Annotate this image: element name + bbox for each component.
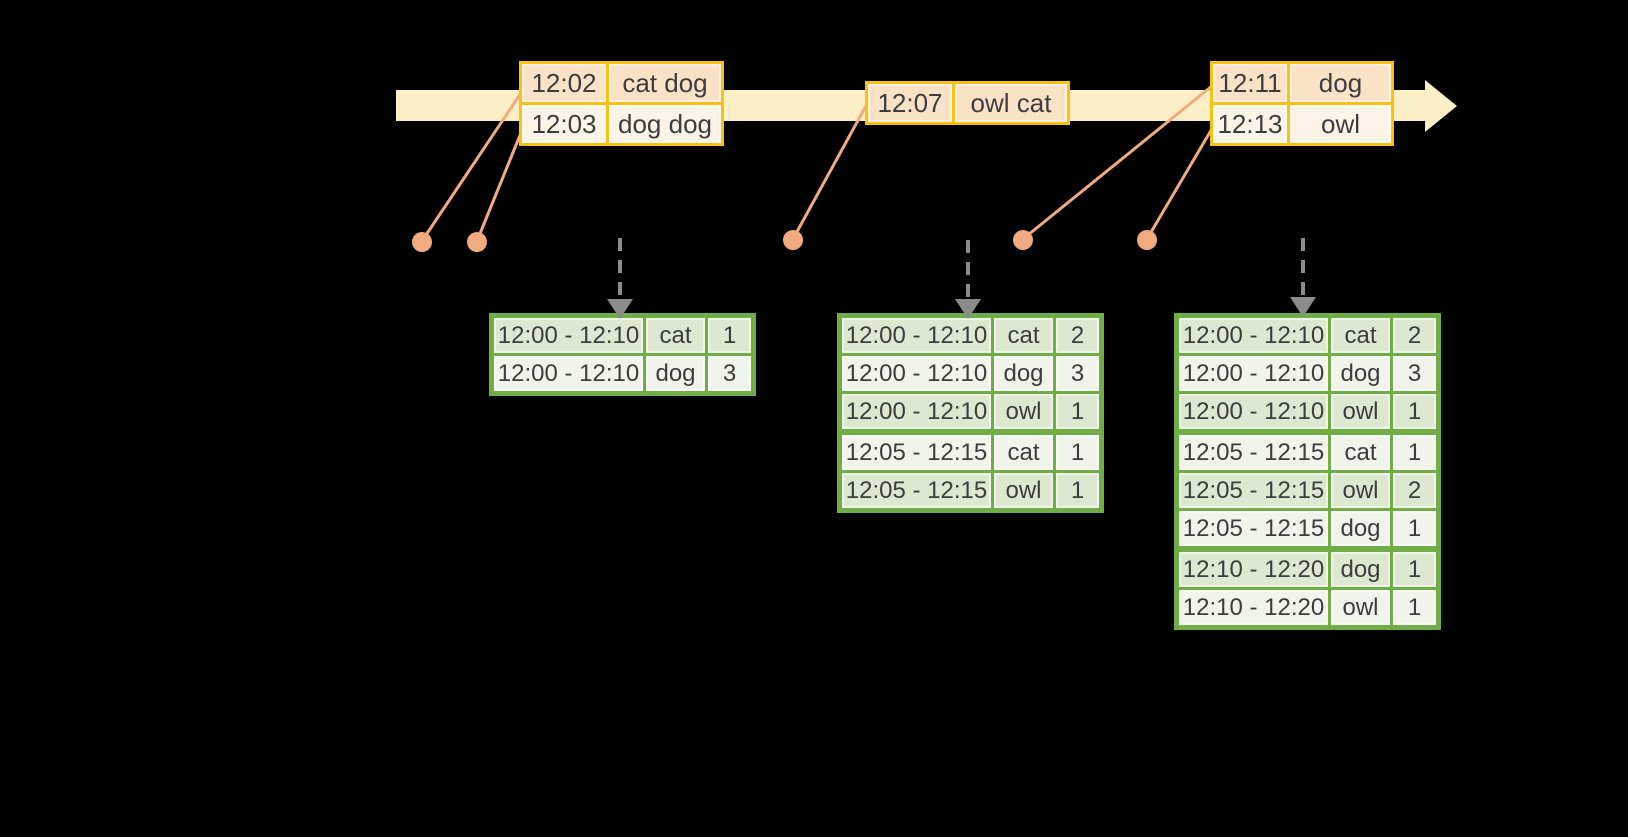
event-dot-icon [1137, 230, 1157, 250]
word-cell: dog [991, 353, 1056, 394]
result-row: 12:00 - 12:10 cat 1 [490, 314, 755, 356]
result-row: 12:00 - 12:10 dog 3 [1175, 353, 1440, 394]
window-cell: 12:00 - 12:10 [490, 314, 646, 356]
result-row: 12:00 - 12:10 cat 2 [838, 314, 1103, 356]
count-cell: 1 [1053, 429, 1103, 473]
count-cell: 3 [1053, 353, 1103, 394]
count-cell: 2 [1390, 314, 1440, 356]
result-table-2: 12:00 - 12:10 cat 2 12:00 - 12:10 dog 3 … [837, 313, 1104, 513]
result-row: 12:05 - 12:15 owl 1 [838, 470, 1103, 512]
event-row: 12:02 cat dog [519, 61, 724, 105]
word-cell: cat [1328, 429, 1393, 473]
event-time-cell: 12:13 [1210, 102, 1290, 146]
window-cell: 12:10 - 12:20 [1175, 546, 1331, 590]
timeline-arrowhead-icon [1425, 80, 1457, 132]
window-cell: 12:05 - 12:15 [1175, 429, 1331, 473]
result-row: 12:05 - 12:15 owl 2 [1175, 470, 1440, 511]
count-cell: 1 [1390, 546, 1440, 590]
event-time-cell: 12:11 [1210, 61, 1290, 105]
result-row: 12:00 - 12:10 owl 1 [838, 391, 1103, 434]
result-row: 12:05 - 12:15 cat 1 [838, 429, 1103, 473]
event-words-cell: dog [1287, 61, 1394, 105]
word-cell: dog [643, 353, 708, 395]
result-row: 12:00 - 12:10 owl 1 [1175, 391, 1440, 434]
result-row: 12:10 - 12:20 dog 1 [1175, 546, 1440, 590]
word-cell: owl [991, 391, 1056, 434]
count-cell: 1 [1390, 391, 1440, 434]
count-cell: 1 [1390, 587, 1440, 629]
word-cell: owl [991, 470, 1056, 512]
result-row: 12:00 - 12:10 dog 3 [490, 353, 755, 395]
trigger-arrow-icon [1290, 238, 1316, 317]
window-cell: 12:00 - 12:10 [838, 391, 994, 434]
word-cell: owl [1328, 587, 1393, 629]
event-table-1: 12:02 cat dog 12:03 dog dog [519, 61, 724, 146]
result-row: 12:00 - 12:10 dog 3 [838, 353, 1103, 394]
event-row: 12:03 dog dog [519, 102, 724, 146]
count-cell: 1 [1053, 391, 1103, 434]
word-cell: cat [643, 314, 708, 356]
result-table-1: 12:00 - 12:10 cat 1 12:00 - 12:10 dog 3 [489, 313, 756, 396]
word-cell: dog [1328, 353, 1393, 394]
result-row: 12:05 - 12:15 dog 1 [1175, 508, 1440, 551]
event-table-2: 12:07 owl cat [865, 81, 1070, 125]
count-cell: 3 [705, 353, 755, 395]
word-cell: cat [991, 314, 1056, 356]
count-cell: 1 [1390, 429, 1440, 473]
window-cell: 12:05 - 12:15 [838, 470, 994, 512]
result-row: 12:05 - 12:15 cat 1 [1175, 429, 1440, 473]
window-cell: 12:05 - 12:15 [1175, 470, 1331, 511]
connector-line [1145, 126, 1215, 240]
connector-line [420, 89, 525, 242]
event-time-cell: 12:07 [865, 81, 955, 125]
result-table-3: 12:00 - 12:10 cat 2 12:00 - 12:10 dog 3 … [1174, 313, 1441, 630]
window-cell: 12:05 - 12:15 [838, 429, 994, 473]
event-words-cell: dog dog [606, 102, 724, 146]
event-time-cell: 12:03 [519, 102, 609, 146]
word-cell: owl [1328, 391, 1393, 434]
event-dot-icon [1013, 230, 1033, 250]
window-cell: 12:00 - 12:10 [490, 353, 646, 395]
event-dot-icon [467, 232, 487, 252]
count-cell: 1 [1053, 470, 1103, 512]
trigger-arrow-icon [607, 238, 633, 319]
event-words-cell: cat dog [606, 61, 724, 105]
trigger-arrow-icon [955, 240, 981, 319]
word-cell: owl [1328, 470, 1393, 511]
connector-line [475, 122, 527, 242]
event-dot-icon [783, 230, 803, 250]
result-row: 12:10 - 12:20 owl 1 [1175, 587, 1440, 629]
count-cell: 2 [1053, 314, 1103, 356]
window-cell: 12:10 - 12:20 [1175, 587, 1331, 629]
window-cell: 12:00 - 12:10 [1175, 353, 1331, 394]
event-dots [412, 230, 1157, 252]
window-cell: 12:00 - 12:10 [1175, 314, 1331, 356]
word-cell: cat [991, 429, 1056, 473]
event-words-cell: owl [1287, 102, 1394, 146]
count-cell: 3 [1390, 353, 1440, 394]
event-row: 12:11 dog [1210, 61, 1394, 105]
event-row: 12:07 owl cat [865, 81, 1070, 125]
count-cell: 2 [1390, 470, 1440, 511]
event-dot-icon [412, 232, 432, 252]
result-row: 12:00 - 12:10 cat 2 [1175, 314, 1440, 356]
window-cell: 12:00 - 12:10 [838, 353, 994, 394]
connector-line [791, 103, 869, 240]
window-cell: 12:00 - 12:10 [838, 314, 994, 356]
count-cell: 1 [1390, 508, 1440, 551]
event-words-cell: owl cat [952, 81, 1070, 125]
event-time-cell: 12:02 [519, 61, 609, 105]
word-cell: cat [1328, 314, 1393, 356]
word-cell: dog [1328, 508, 1393, 551]
window-cell: 12:00 - 12:10 [1175, 391, 1331, 434]
count-cell: 1 [705, 314, 755, 356]
window-cell: 12:05 - 12:15 [1175, 508, 1331, 551]
event-row: 12:13 owl [1210, 102, 1394, 146]
word-cell: dog [1328, 546, 1393, 590]
event-table-3: 12:11 dog 12:13 owl [1210, 61, 1394, 146]
